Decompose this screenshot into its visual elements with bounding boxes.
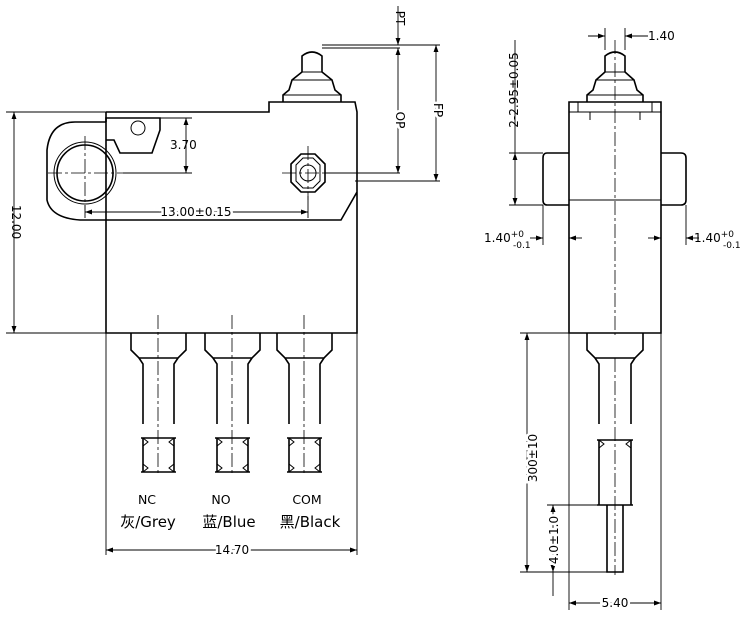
- wire-nc: [130, 315, 187, 475]
- wire-com-code: COM: [292, 492, 321, 507]
- boss-right: [661, 152, 687, 206]
- lead-wire: [594, 357, 636, 506]
- wire-com-color: 黑/Black: [280, 513, 341, 531]
- dim-thickness: 5.40: [602, 596, 629, 610]
- rivet-hole: [130, 120, 146, 136]
- wire-no: [204, 315, 261, 475]
- end-view: 1.40 2-2.95±0.05 1.40+0-0.1 1.40+0-0.1 3…: [484, 28, 741, 613]
- wire-no-code: NO: [211, 492, 230, 507]
- side-view: 12.00 3.70 13.00±0.15 PT OP FP 14.70 NC …: [6, 6, 448, 560]
- mounting-ear: [46, 121, 106, 221]
- dim-hole-offset: 3.70: [170, 138, 197, 152]
- lead-housing: [586, 333, 644, 359]
- dim-op: OP: [393, 112, 407, 129]
- dim-strip: 4.0±1.0: [547, 516, 561, 564]
- wire-nc-color: 灰/Grey: [120, 513, 176, 531]
- dim-plunger-width: 1.40: [648, 29, 675, 43]
- dim-holes: 2-2.95±0.05: [507, 52, 521, 127]
- dim-height: 12.00: [9, 205, 23, 239]
- wire-nc-code: NC: [138, 492, 156, 507]
- switch-body: [105, 101, 358, 334]
- ear-notch: [105, 117, 161, 154]
- mounting-hole-right: [290, 153, 326, 193]
- dim-lead-length: 300±10: [526, 434, 540, 482]
- wire-no-color: 蓝/Blue: [202, 513, 255, 531]
- dim-boss-right: 1.40+0-0.1: [694, 230, 741, 251]
- dim-pt: PT: [393, 11, 407, 26]
- dim-boss-left: 1.40+0-0.1: [484, 230, 531, 251]
- dim-fp: FP: [431, 103, 445, 117]
- plunger: [282, 51, 342, 102]
- wire-com: [276, 315, 333, 475]
- dim-hole-spacing: 13.00±0.15: [160, 205, 231, 219]
- boss-left: [542, 152, 569, 206]
- dim-width: 14.70: [215, 543, 249, 557]
